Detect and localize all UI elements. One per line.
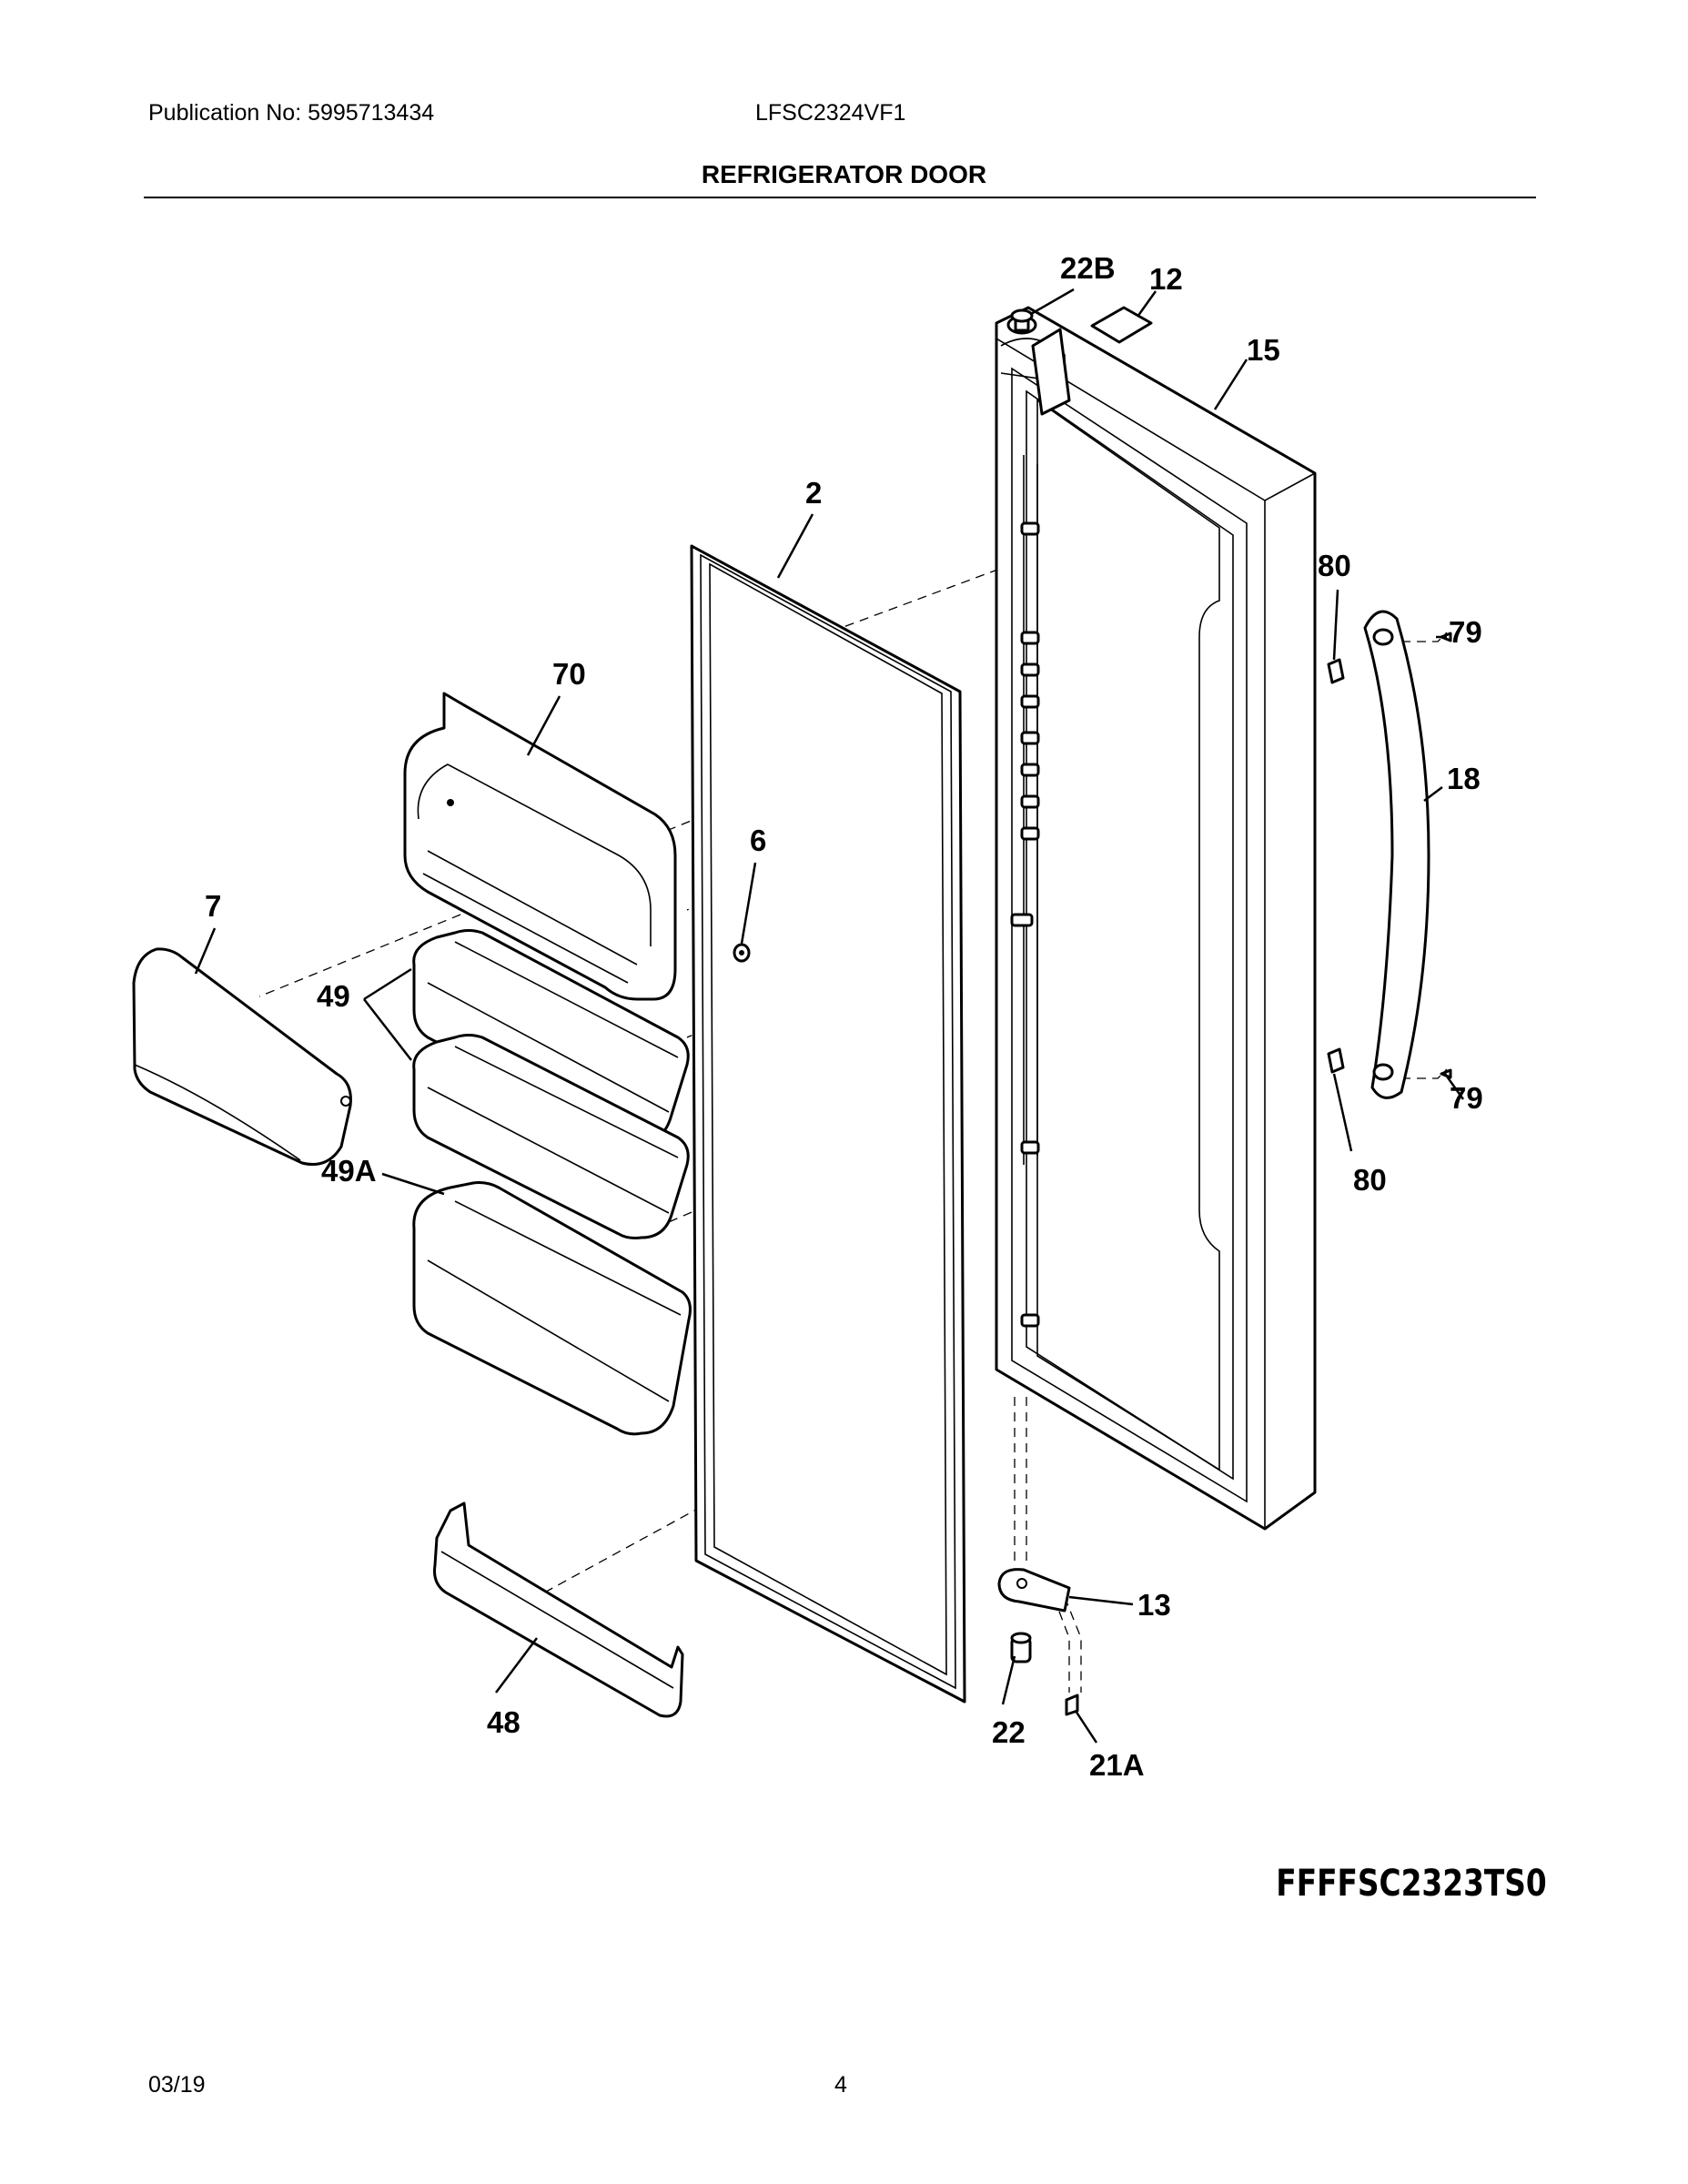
- label-49a: 49A: [321, 1154, 377, 1188]
- label-80-bottom: 80: [1353, 1163, 1387, 1197]
- shelf-studs: [1010, 521, 1040, 1328]
- page-title: REFRIGERATOR DOOR: [701, 160, 987, 188]
- label-80-top: 80: [1318, 549, 1351, 582]
- label-18: 18: [1447, 762, 1481, 795]
- diagram-code: FFFFSC2323TS0: [1276, 1863, 1547, 1905]
- page-number: 4: [834, 2072, 847, 2098]
- label-7: 7: [205, 889, 221, 923]
- leader-lines: [194, 288, 1465, 1744]
- label-12: 12: [1149, 262, 1183, 296]
- door-bin-part-49a: [412, 1181, 692, 1436]
- label-6: 6: [750, 824, 766, 857]
- label-79-top: 79: [1449, 615, 1482, 649]
- hinge-part-13: [997, 1568, 1071, 1613]
- header-divider: [144, 197, 1536, 198]
- bushing-part-22: [1010, 1632, 1032, 1663]
- door-bin-part-49-lower: [412, 1034, 690, 1239]
- callout-labels: 22B 12 15 2 80 79 70 18 6 7 49 79 80 49A…: [205, 251, 1483, 1782]
- shelf-part-48: [433, 1502, 684, 1718]
- label-21a: 21A: [1089, 1748, 1145, 1782]
- label-22: 22: [992, 1715, 1026, 1749]
- screw-part-6: [733, 943, 751, 963]
- label-2: 2: [805, 476, 822, 510]
- label-13: 13: [1137, 1588, 1171, 1622]
- label-49: 49: [317, 979, 350, 1013]
- model-number: LFSC2324VF1: [755, 100, 906, 126]
- publication-number: Publication No: 5995713434: [148, 100, 435, 126]
- screws-part-80-79: [1327, 632, 1452, 1079]
- cover-part-7: [132, 947, 352, 1166]
- label-70: 70: [552, 657, 586, 691]
- dairy-bin-part-70: [403, 692, 677, 1001]
- hinge-pin-part-22b: [1006, 308, 1037, 335]
- door-bin-part-49-upper: [412, 929, 690, 1145]
- label-part-12: [1090, 306, 1153, 344]
- label-48: 48: [487, 1705, 521, 1739]
- door-panel-part-15: [995, 306, 1317, 1531]
- label-79-bottom: 79: [1450, 1081, 1483, 1115]
- gasket-part-2: [690, 544, 966, 1704]
- handle-part-18: [1363, 610, 1430, 1099]
- label-22b: 22B: [1060, 251, 1116, 285]
- footer-date: 03/19: [148, 2072, 206, 2098]
- label-15: 15: [1247, 333, 1280, 367]
- screw-part-21a: [1065, 1694, 1079, 1716]
